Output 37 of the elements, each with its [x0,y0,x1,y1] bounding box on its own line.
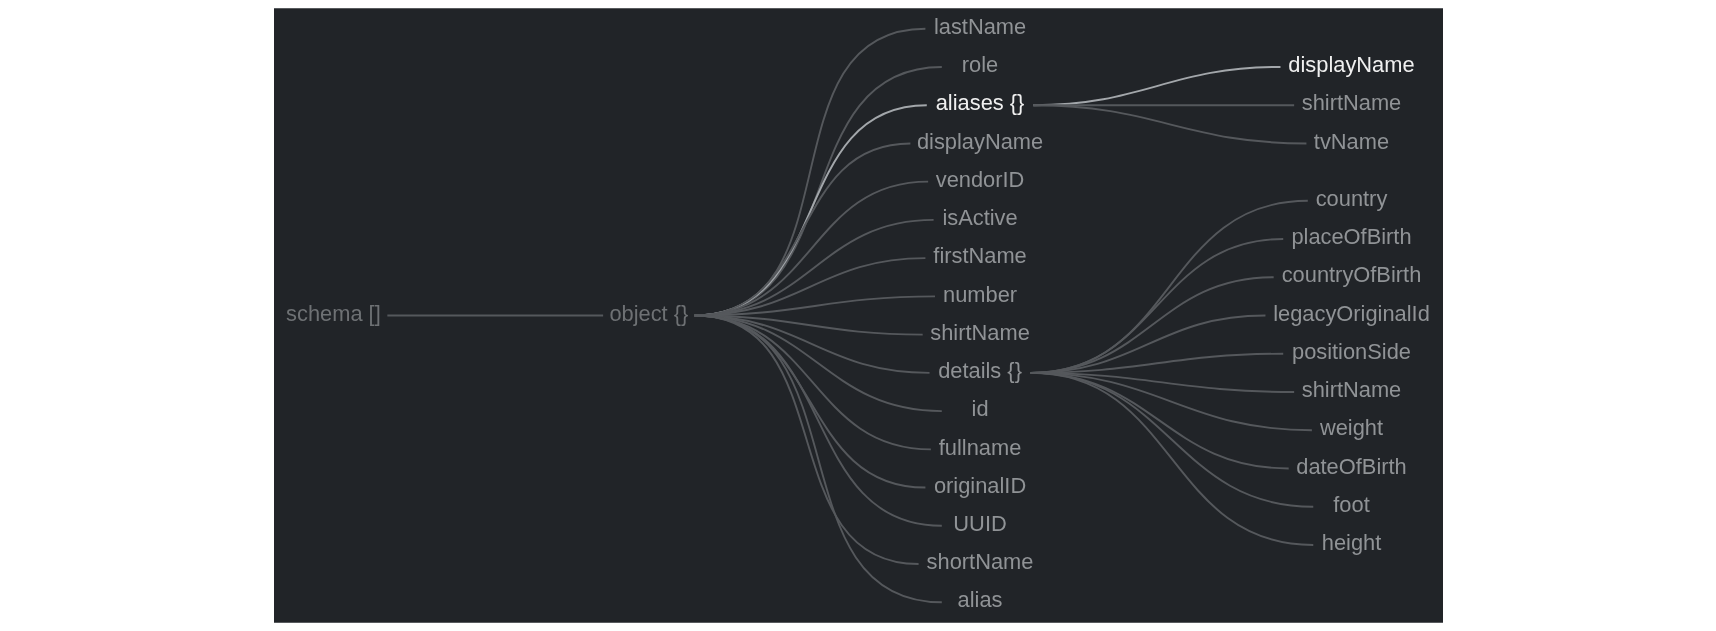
node-text: lastName [933,13,1026,39]
node-text: isActive [941,205,1018,231]
node-text: number [942,281,1017,307]
node-text: placeOfBirth [1290,224,1412,250]
node-text: displayName [1287,52,1415,78]
node-text: role [961,52,998,78]
node-text: foot [1332,491,1370,517]
node-text: aliases {} [935,90,1024,116]
node-text: UUID [952,511,1007,536]
node-text: tvName [1313,128,1389,154]
connector [693,66,943,317]
node-text: originalID [933,472,1026,498]
node-text: shirtName [1301,90,1401,116]
node-text: height [1321,530,1381,556]
connector [693,180,929,317]
node-text: weight [1319,415,1383,441]
connector [693,314,943,604]
node-text: shortName [926,549,1033,575]
node-text: firstName [932,243,1027,269]
node-text: legacyOriginalId [1272,300,1430,326]
connector [1031,104,1307,145]
node-text: positionSide [1291,338,1411,364]
connector [385,314,604,317]
node-text: id [971,396,989,422]
node-text: details {} [937,358,1022,384]
node-text: dateOfBirth [1295,453,1407,479]
node-text: alias [957,587,1003,613]
node-text: shirtName [1301,377,1401,403]
node-text: vendorID [935,166,1024,192]
connector [1029,371,1314,546]
node-text: shirtName [929,319,1030,345]
node-text: countryOfBirth [1281,262,1421,288]
node-text: schema [] [285,300,381,326]
node-text: displayName [916,128,1043,154]
node-text: country [1315,185,1387,211]
node-text: object {} [608,300,688,326]
node-text: fullname [938,434,1021,460]
